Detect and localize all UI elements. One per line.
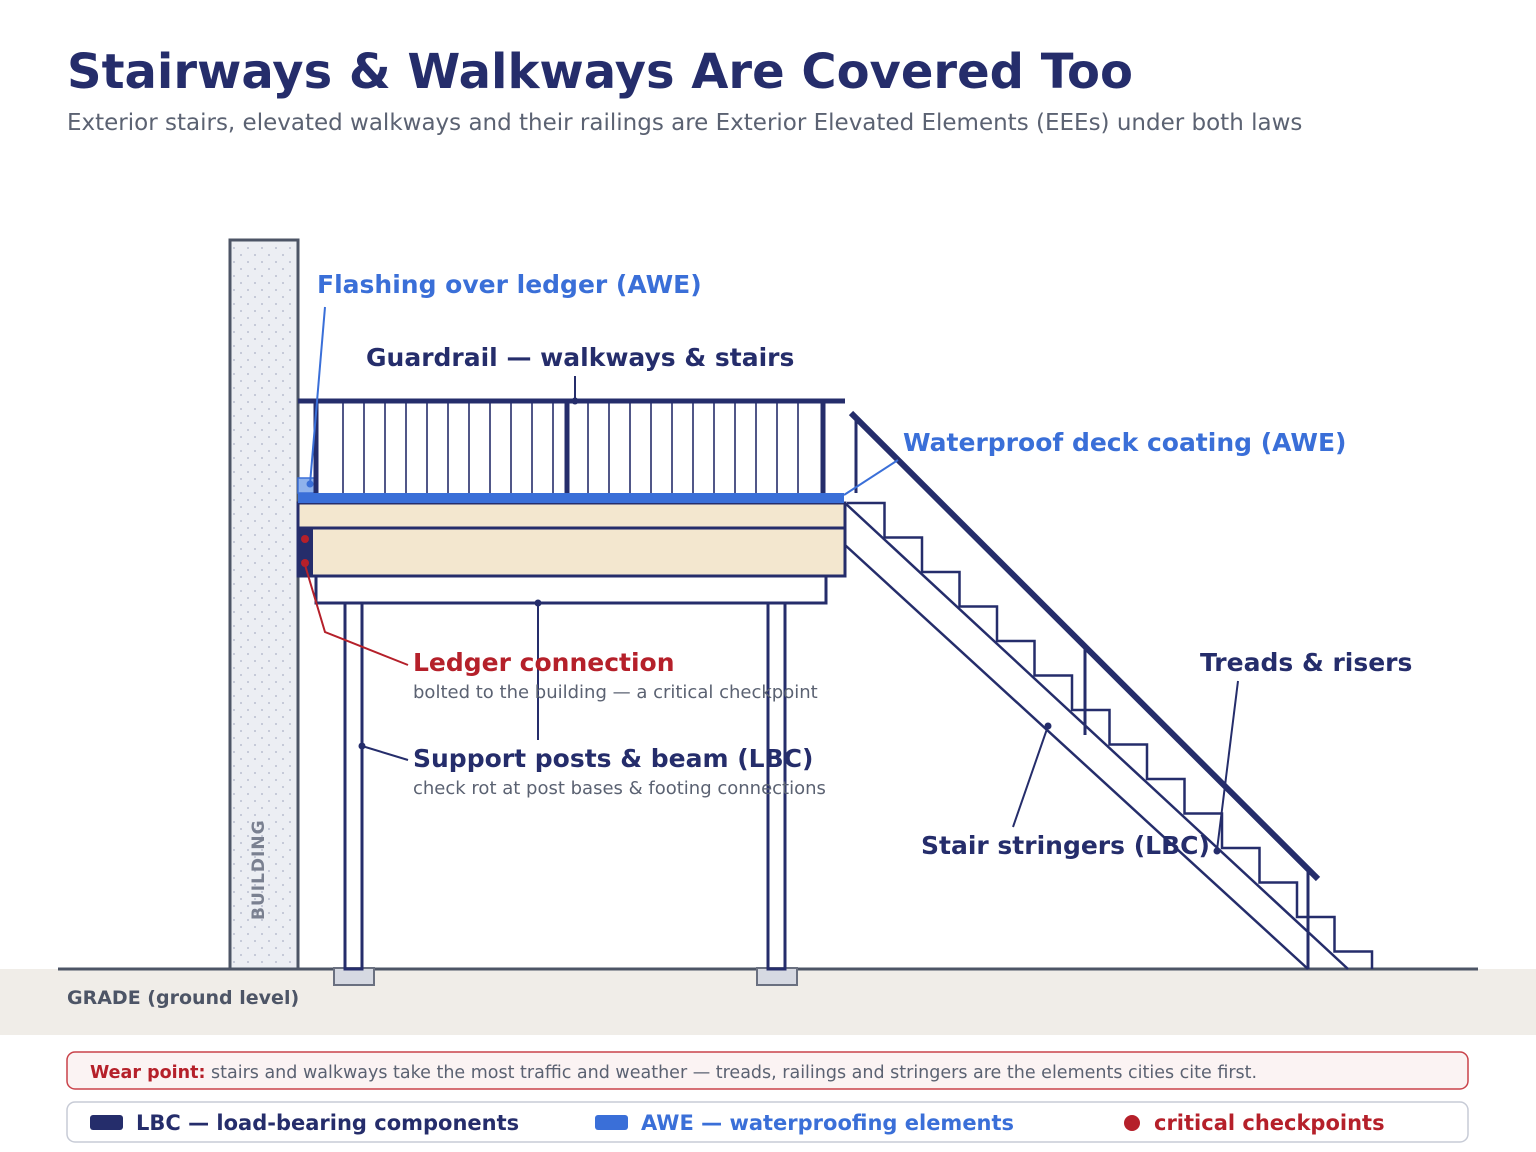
ledger-checkpoint-dot-1: [301, 535, 309, 543]
stair-handrail: [848, 410, 1321, 969]
legend-awe: AWE — waterproofing elements: [641, 1111, 1014, 1135]
note-ledger: bolted to the building — a critical chec…: [413, 682, 818, 703]
legend-critical: critical checkpoints: [1154, 1111, 1385, 1135]
wear-point-body: stairs and walkways take the most traffi…: [205, 1063, 1257, 1083]
stair-stringers: [844, 502, 1349, 970]
label-waterproof-coating: Waterproof deck coating (AWE): [903, 428, 1346, 457]
label-ledger-connection: Ledger connection: [413, 648, 675, 677]
building-label: BUILDING: [249, 819, 269, 920]
building-wall: BUILDING: [228, 238, 300, 971]
beam: [314, 574, 828, 605]
legend-swatch-critical: [1124, 1115, 1140, 1131]
label-support-posts: Support posts & beam (LBC): [413, 744, 813, 773]
treads-risers: [847, 501, 1374, 969]
footing-left: [333, 967, 375, 986]
waterproof-coating: [298, 493, 844, 503]
page-title: Stairways & Walkways Are Covered Too: [67, 44, 1133, 100]
label-guardrail: Guardrail — walkways & stairs: [366, 343, 794, 372]
grade-label: GRADE (ground level): [67, 987, 299, 1009]
legend-swatch-awe: [595, 1115, 628, 1130]
ledger-checkpoint-dot-2: [301, 559, 309, 567]
label-stair-stringers: Stair stringers (LBC): [921, 831, 1210, 860]
footing-right: [756, 967, 798, 986]
wear-point-bold: Wear point:: [90, 1063, 205, 1083]
deck-board: [296, 501, 847, 530]
wear-point-box: Wear point: stairs and walkways take the…: [66, 1051, 1469, 1090]
joist-band: [296, 526, 847, 578]
note-support: check rot at post bases & footing connec…: [413, 778, 826, 799]
page-subtitle: Exterior stairs, elevated walkways and t…: [67, 110, 1302, 136]
legend-lbc: LBC — load-bearing components: [136, 1111, 519, 1135]
label-flashing: Flashing over ledger (AWE): [317, 270, 702, 299]
legend: LBC — load-bearing components AWE — wate…: [66, 1101, 1469, 1143]
guardrail: [298, 398, 845, 493]
label-treads-risers: Treads & risers: [1200, 648, 1412, 677]
leader-lines: [304, 306, 1239, 855]
legend-swatch-lbc: [90, 1115, 123, 1130]
wear-point-text: Wear point: stairs and walkways take the…: [90, 1063, 1257, 1083]
